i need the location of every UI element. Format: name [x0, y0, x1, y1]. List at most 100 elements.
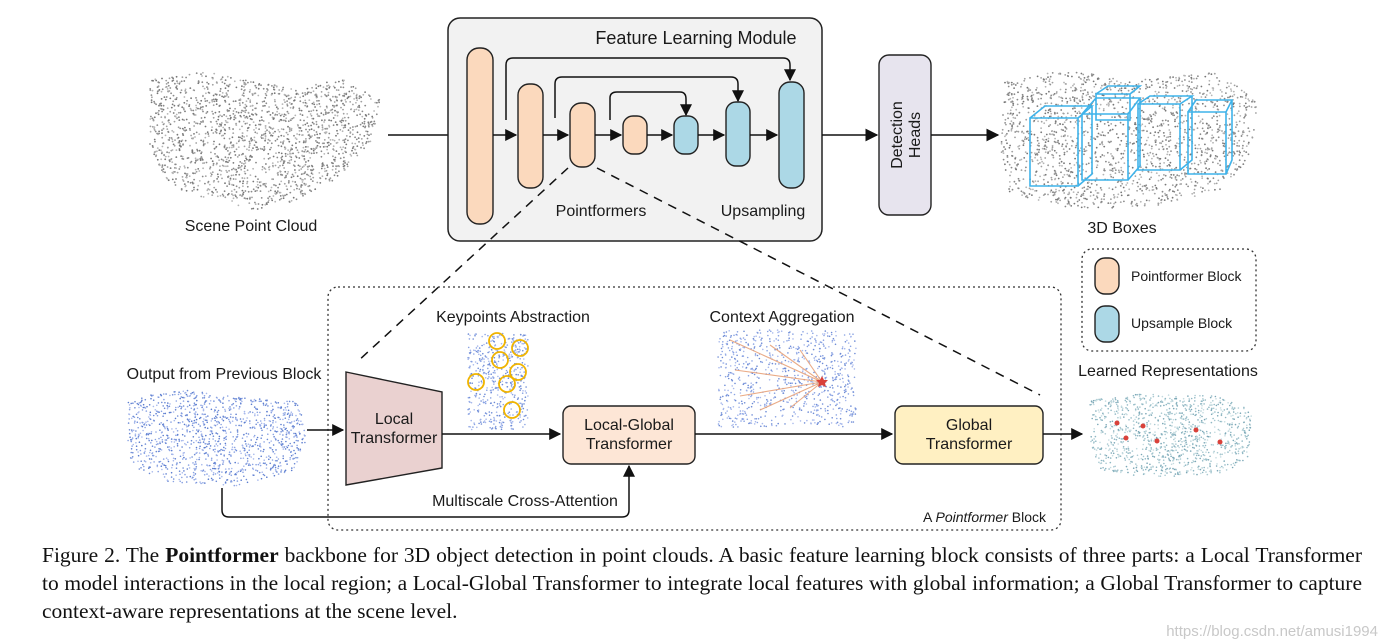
point — [234, 399, 236, 401]
point — [204, 100, 207, 102]
point — [1133, 87, 1136, 90]
point — [1233, 173, 1235, 176]
point — [1135, 134, 1137, 137]
point — [360, 96, 362, 99]
point — [298, 169, 301, 172]
point — [1231, 95, 1234, 98]
point — [178, 440, 181, 442]
point — [169, 110, 172, 113]
point — [201, 75, 203, 77]
point — [176, 433, 179, 436]
point — [1196, 147, 1199, 150]
point — [281, 429, 284, 432]
point — [369, 140, 372, 143]
point — [238, 406, 241, 409]
point — [370, 120, 373, 123]
point — [296, 187, 298, 190]
point — [179, 461, 181, 464]
point — [203, 447, 205, 449]
point — [274, 200, 277, 203]
point — [274, 401, 277, 403]
point — [1169, 176, 1172, 179]
point — [1190, 181, 1193, 183]
point — [148, 416, 150, 418]
point — [222, 461, 225, 464]
point — [172, 94, 175, 97]
point — [295, 439, 298, 442]
point — [245, 157, 248, 160]
point — [144, 422, 146, 425]
point — [355, 108, 358, 111]
point — [290, 411, 293, 414]
point — [1108, 187, 1111, 190]
point — [271, 410, 273, 412]
point — [200, 404, 202, 407]
point — [490, 412, 493, 414]
point — [296, 133, 298, 135]
point — [292, 454, 294, 456]
point — [250, 456, 252, 458]
point — [261, 166, 264, 168]
point — [1051, 144, 1054, 147]
point — [497, 375, 499, 378]
point — [1025, 195, 1028, 197]
point — [1086, 115, 1088, 117]
point — [211, 479, 214, 482]
point — [1056, 112, 1059, 114]
point — [277, 166, 280, 169]
point — [1216, 77, 1218, 79]
point — [215, 480, 218, 483]
point — [1172, 190, 1174, 193]
point — [207, 133, 210, 135]
point — [524, 363, 526, 366]
point — [1048, 125, 1050, 128]
point — [279, 195, 282, 197]
point — [1155, 172, 1158, 175]
point — [157, 411, 159, 413]
point — [300, 130, 303, 132]
point — [1061, 145, 1063, 148]
point — [506, 344, 509, 346]
point — [1201, 102, 1204, 105]
point — [189, 457, 191, 459]
point — [213, 400, 215, 403]
point — [1112, 77, 1114, 80]
point — [522, 418, 525, 421]
point — [184, 392, 186, 394]
point — [1088, 79, 1091, 81]
point — [1056, 198, 1059, 201]
point — [1012, 83, 1015, 85]
point — [171, 129, 174, 132]
point — [1013, 93, 1016, 96]
point — [1006, 161, 1009, 163]
point — [158, 130, 161, 133]
point — [230, 474, 233, 477]
point — [1210, 73, 1213, 76]
point — [181, 106, 184, 109]
point — [336, 141, 339, 144]
point — [1251, 99, 1254, 102]
point — [223, 137, 226, 140]
point — [1189, 139, 1191, 141]
point — [163, 407, 166, 410]
point — [1102, 109, 1105, 112]
point — [1017, 187, 1020, 190]
point — [273, 414, 276, 416]
point — [360, 138, 363, 140]
point — [1040, 93, 1043, 96]
point — [1036, 148, 1039, 151]
point — [260, 437, 263, 440]
point — [149, 411, 152, 414]
point — [343, 139, 346, 142]
point — [200, 73, 202, 76]
point — [236, 471, 238, 474]
point — [265, 94, 268, 97]
point — [470, 419, 473, 422]
point — [1184, 128, 1186, 131]
point — [1058, 189, 1061, 192]
point — [190, 420, 193, 423]
point — [301, 189, 303, 192]
point — [244, 107, 247, 109]
point — [315, 109, 318, 112]
point — [228, 420, 231, 423]
